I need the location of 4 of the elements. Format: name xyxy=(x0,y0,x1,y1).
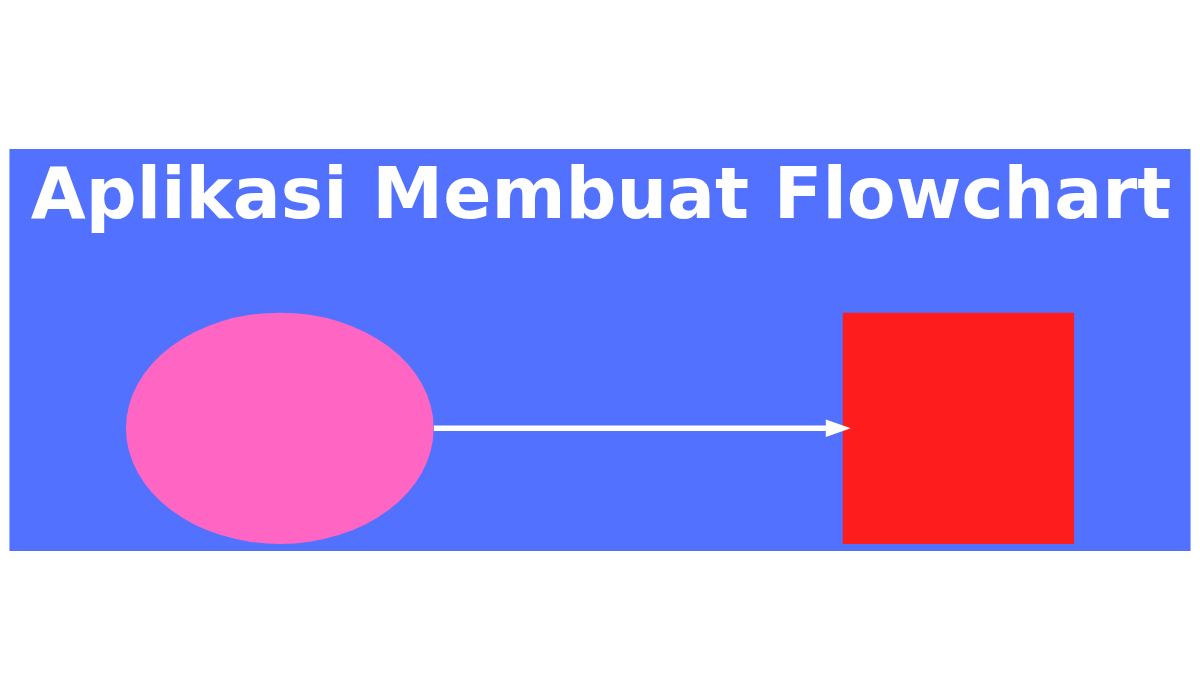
diagram-title: Aplikasi Membuat Flowchart xyxy=(30,152,1172,236)
arrow xyxy=(433,419,851,437)
node-ellipse xyxy=(125,312,434,544)
node-box xyxy=(842,312,1075,544)
